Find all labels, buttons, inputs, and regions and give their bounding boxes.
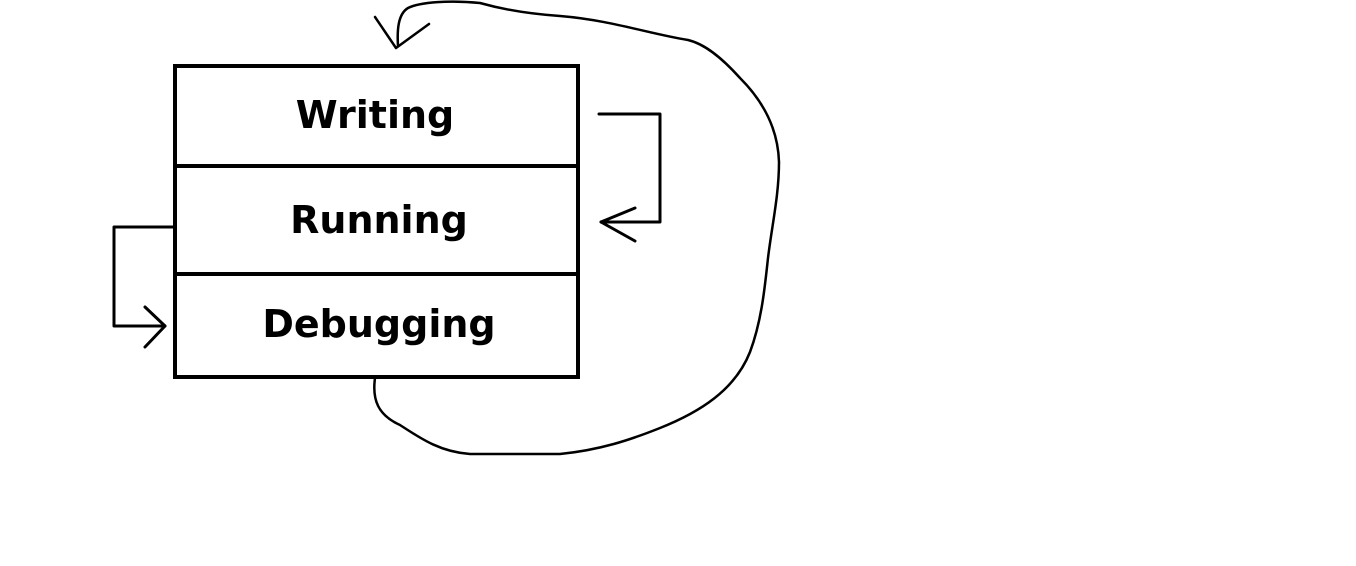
running-to-debugging-arrow <box>112 225 176 349</box>
debugging-label: Debugging <box>262 302 495 346</box>
debugging-to-writing-loop <box>373 0 781 456</box>
running-to-debugging-line <box>112 225 176 328</box>
running-to-debugging-arrowhead <box>143 305 167 349</box>
running-label: Running <box>290 198 468 242</box>
stage-stack: Writing Running Debugging <box>173 64 580 379</box>
loop-arrowhead <box>373 15 431 50</box>
writing-to-running-arrowhead <box>599 206 637 243</box>
loop-curve <box>373 0 781 456</box>
running-box <box>173 164 580 276</box>
debugging-box <box>173 272 580 379</box>
writing-label: Writing <box>296 93 454 137</box>
writing-to-running-line <box>597 112 662 224</box>
writing-to-running-arrow <box>597 112 662 243</box>
writing-box <box>173 64 580 168</box>
